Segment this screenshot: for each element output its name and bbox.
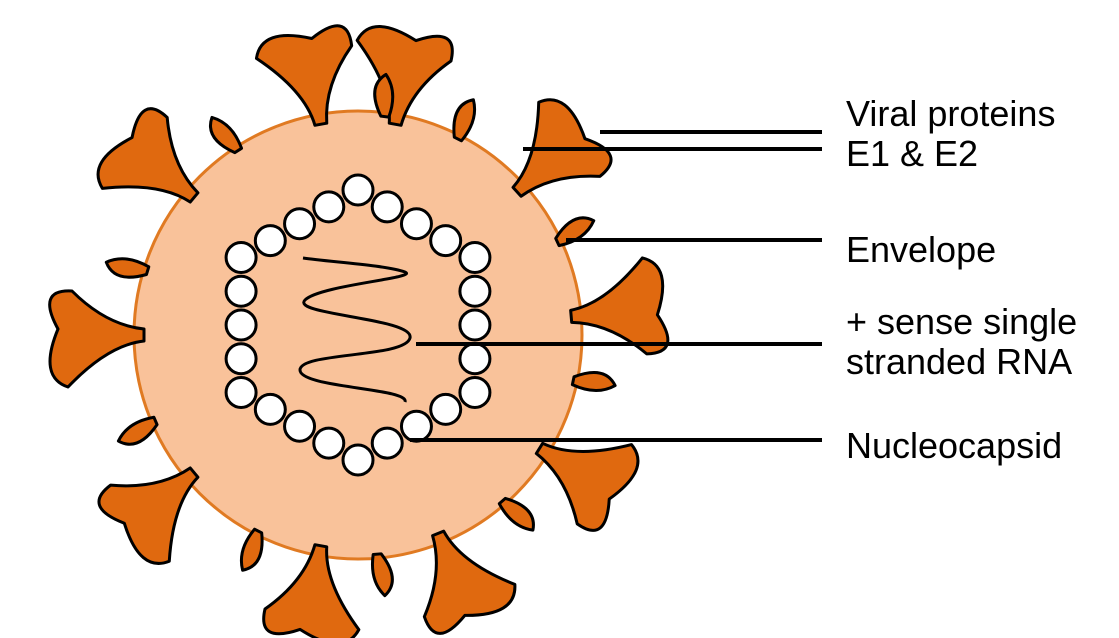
capsomere-icon — [285, 411, 315, 441]
capsomere-icon — [343, 175, 373, 205]
glycoprotein-lobe-icon — [375, 74, 393, 117]
capsomere-icon — [431, 394, 461, 424]
glycoprotein-lobe-icon — [372, 554, 392, 596]
glycoprotein-spike-icon — [98, 109, 198, 202]
glycoprotein-spike-icon — [536, 443, 638, 530]
glycoprotein-spike-icon — [424, 531, 515, 633]
glycoprotein-spike-icon — [256, 26, 351, 125]
capsomere-icon — [460, 344, 490, 374]
capsomere-icon — [460, 243, 490, 273]
label-viral-proteins: Viral proteins E1 & E2 — [846, 94, 1055, 174]
glycoprotein-spike-icon — [571, 258, 668, 354]
label-nucleocapsid-text: Nucleocapsid — [846, 426, 1062, 466]
capsomere-icon — [314, 428, 344, 458]
glycoprotein-spike-icon — [99, 468, 198, 563]
label-rna-line2: stranded RNA — [846, 342, 1077, 382]
label-rna-line1: + sense single — [846, 302, 1077, 342]
capsomere-icon — [460, 310, 490, 340]
capsomere-icon — [343, 445, 373, 475]
capsomere-icon — [401, 411, 431, 441]
glycoprotein-lobe-icon — [106, 259, 149, 277]
capsomere-icon — [255, 394, 285, 424]
capsomere-icon — [285, 209, 315, 239]
glycoprotein-spike-icon — [50, 291, 144, 387]
capsomere-icon — [226, 310, 256, 340]
label-envelope-text: Envelope — [846, 230, 996, 270]
capsomere-icon — [314, 192, 344, 222]
capsomere-icon — [372, 192, 402, 222]
capsomere-icon — [226, 378, 256, 408]
glycoprotein-lobe-icon — [499, 498, 533, 530]
capsomere-icon — [460, 378, 490, 408]
label-nucleocapsid: Nucleocapsid — [846, 426, 1062, 466]
capsomere-icon — [431, 226, 461, 256]
glycoprotein-lobe-icon — [454, 100, 475, 141]
glycoprotein-lobe-icon — [210, 117, 241, 152]
capsomere-icon — [372, 428, 402, 458]
label-envelope: Envelope — [846, 230, 996, 270]
glycoprotein-lobe-icon — [118, 417, 157, 444]
label-rna: + sense single stranded RNA — [846, 302, 1077, 382]
capsomere-icon — [460, 276, 490, 306]
label-viral-proteins-line1: Viral proteins — [846, 94, 1055, 134]
capsomere-icon — [255, 226, 285, 256]
capsomere-icon — [401, 209, 431, 239]
glycoprotein-lobe-icon — [572, 373, 615, 391]
label-viral-proteins-line2: E1 & E2 — [846, 134, 1055, 174]
glycoprotein-lobe-icon — [241, 529, 262, 570]
capsomere-icon — [226, 243, 256, 273]
capsomere-icon — [226, 344, 256, 374]
capsomere-icon — [226, 276, 256, 306]
